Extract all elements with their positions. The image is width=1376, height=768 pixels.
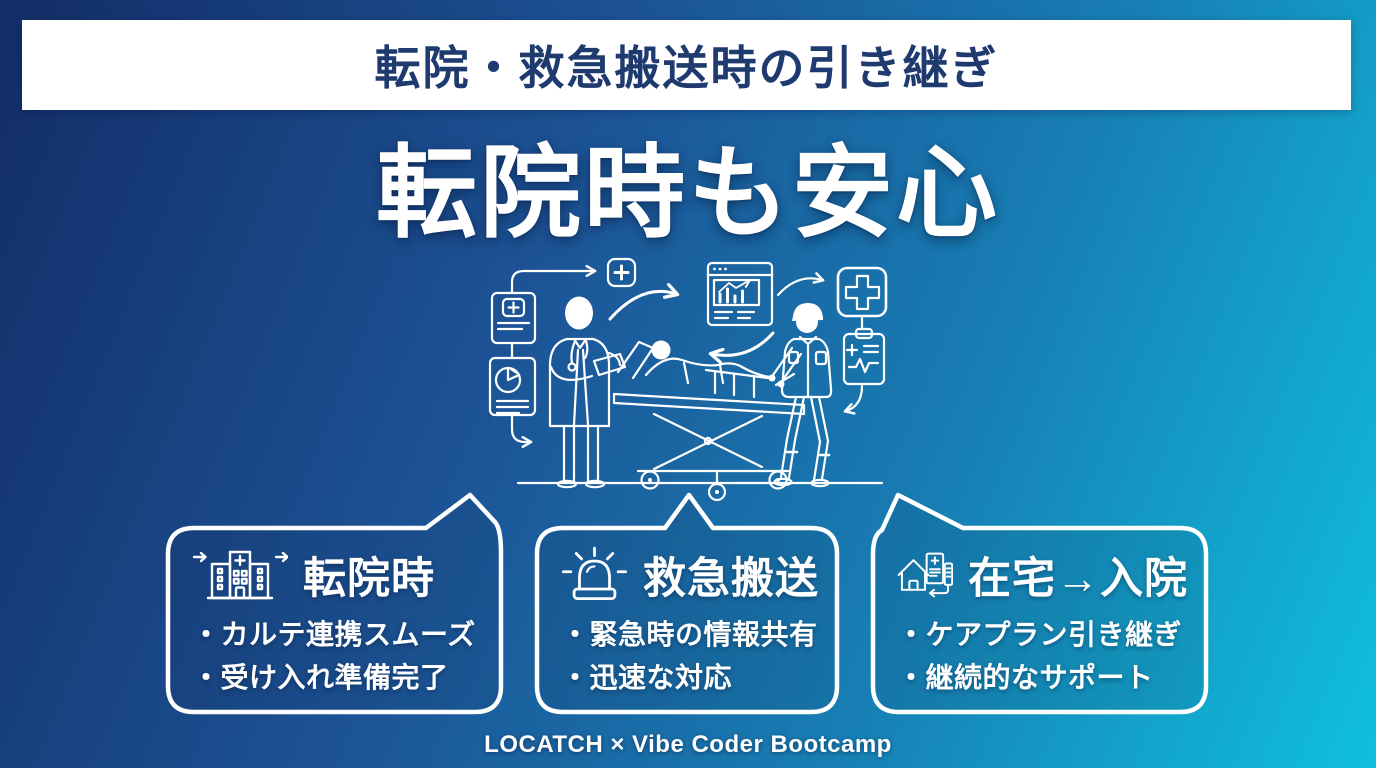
medical-record-document-icon [490,291,537,345]
card-bullet: ・継続的なサポート [897,661,1154,693]
pie-chart-document-icon [488,356,537,417]
card-hospital-transfer: 転院時 ・カルテ連携スムーズ ・受け入れ準備完了 [165,492,504,715]
hero-title: 転院時も安心 [375,138,1000,250]
clipboard-down-arrow [843,384,864,415]
medical-handoff-illustration [488,257,888,502]
paramedic-figure [768,303,833,488]
health-dashboard-window-icon [706,261,774,327]
card-title-emergency: 救急搬送 [643,555,819,603]
return-arrow [708,331,775,365]
vital-signs-clipboard-icon [842,327,886,386]
footer-credit: LOCATCH × Vibe Coder Bootcamp [484,731,892,758]
card-bullet: ・ケアプラン引き継ぎ [897,619,1183,650]
hospital-transfer-icon [192,550,288,600]
card-home-to-hospital: 在宅→入院 ・ケアプラン引き継ぎ ・継続的なサポート [870,492,1209,715]
card-bullet: ・受け入れ準備完了 [192,661,449,693]
card-bullet: ・カルテ連携スムーズ [192,619,476,650]
emergency-siren-icon [561,546,628,601]
medical-cross-badge-icon [606,257,637,288]
card-bullet: ・緊急時の情報共有 [561,619,818,650]
banner: 転院・救急搬送時の引き継ぎ [22,20,1351,110]
doc-to-cross-arrow [510,264,597,295]
transfer-up-arrow [608,283,680,321]
card-bullet: ・迅速な対応 [561,661,733,693]
patient-on-stretcher [612,340,806,502]
card-title-home-hospital: 在宅→入院 [968,555,1188,603]
home-to-hospital-icon [897,552,953,598]
card-emergency-transport: 救急搬送 ・緊急時の情報共有 ・迅速な対応 [534,492,840,715]
banner-title: 転院・救急搬送時の引き継ぎ [374,42,999,94]
illustration-medical-handoff [470,255,900,505]
to-hospital-arrow [776,272,825,297]
doc-bottom-arrow [510,413,533,449]
hospital-cross-icon [836,266,888,318]
doctor-figure [548,296,627,489]
card-title-transfer: 転院時 [303,555,435,603]
